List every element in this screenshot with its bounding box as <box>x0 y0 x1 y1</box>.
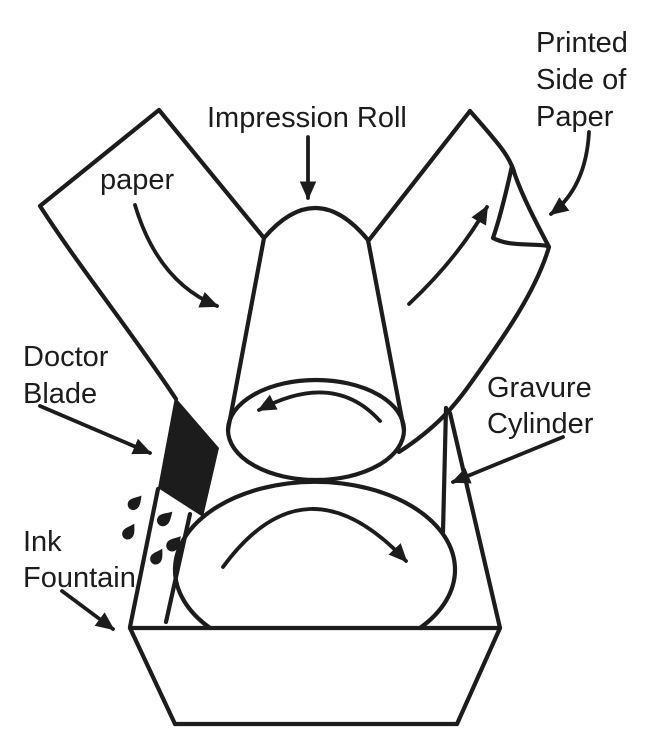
paper-web-left-outline <box>37 107 267 402</box>
svg-text:Paper: Paper <box>536 101 614 133</box>
ink-drops <box>122 495 181 565</box>
impression-roll-outline <box>225 205 407 433</box>
ink-fountain-pointer-arrow <box>60 589 115 631</box>
doctor-blade-shape <box>158 397 219 517</box>
ink-drop <box>127 495 142 511</box>
printed-side-pointer-arrow <box>549 130 591 216</box>
gravure-cylinder-side-edge <box>440 405 449 535</box>
impression-roll-body-fill <box>228 207 404 480</box>
paper-label: paper <box>100 164 175 196</box>
ink-fountain-left-side <box>127 625 178 727</box>
gravure-cylinder-label: Gravure Cylinder <box>487 372 594 440</box>
svg-text:Gravure: Gravure <box>487 372 592 404</box>
gravure-rotation-arrow <box>221 507 408 569</box>
svg-text:Blade: Blade <box>23 378 97 410</box>
svg-text:Ink: Ink <box>23 526 62 558</box>
blade-holder-edge <box>163 511 193 625</box>
ink-fountain-right-rim <box>447 410 503 631</box>
printed-side-label: Printed Side of Paper <box>536 27 628 133</box>
ink-fountain-label: Ink Fountain <box>23 526 136 594</box>
ink-drop <box>150 548 163 565</box>
impression-roll-end-face <box>225 377 407 483</box>
ink-drop <box>157 511 173 527</box>
doctor-blade-label: Doctor Blade <box>23 341 109 410</box>
paper-curl-flap <box>490 163 551 249</box>
svg-text:Cylinder: Cylinder <box>487 408 594 440</box>
paper-feed-direction-arrow <box>133 203 219 308</box>
paper-web-right-inner-edge <box>366 108 473 243</box>
gravure-cylinder-pointer-arrow <box>451 435 565 484</box>
gravure-cylinder-ellipse <box>172 479 458 631</box>
svg-text:Fountain: Fountain <box>23 562 136 594</box>
impression-roll-label: Impression Roll <box>207 102 407 134</box>
ink-drop <box>122 523 135 540</box>
ink-fountain-left-rim <box>127 486 161 630</box>
paper-exit-direction-arrow <box>407 205 489 306</box>
svg-text:Side of: Side of <box>536 64 627 96</box>
impression-roll-rotation-arrow <box>257 390 382 423</box>
svg-text:Doctor: Doctor <box>23 341 109 373</box>
ink-drop <box>166 536 181 552</box>
svg-text:Printed: Printed <box>536 27 628 59</box>
ink-fountain-right-side <box>454 625 503 727</box>
doctor-blade-pointer-arrow <box>38 404 152 455</box>
